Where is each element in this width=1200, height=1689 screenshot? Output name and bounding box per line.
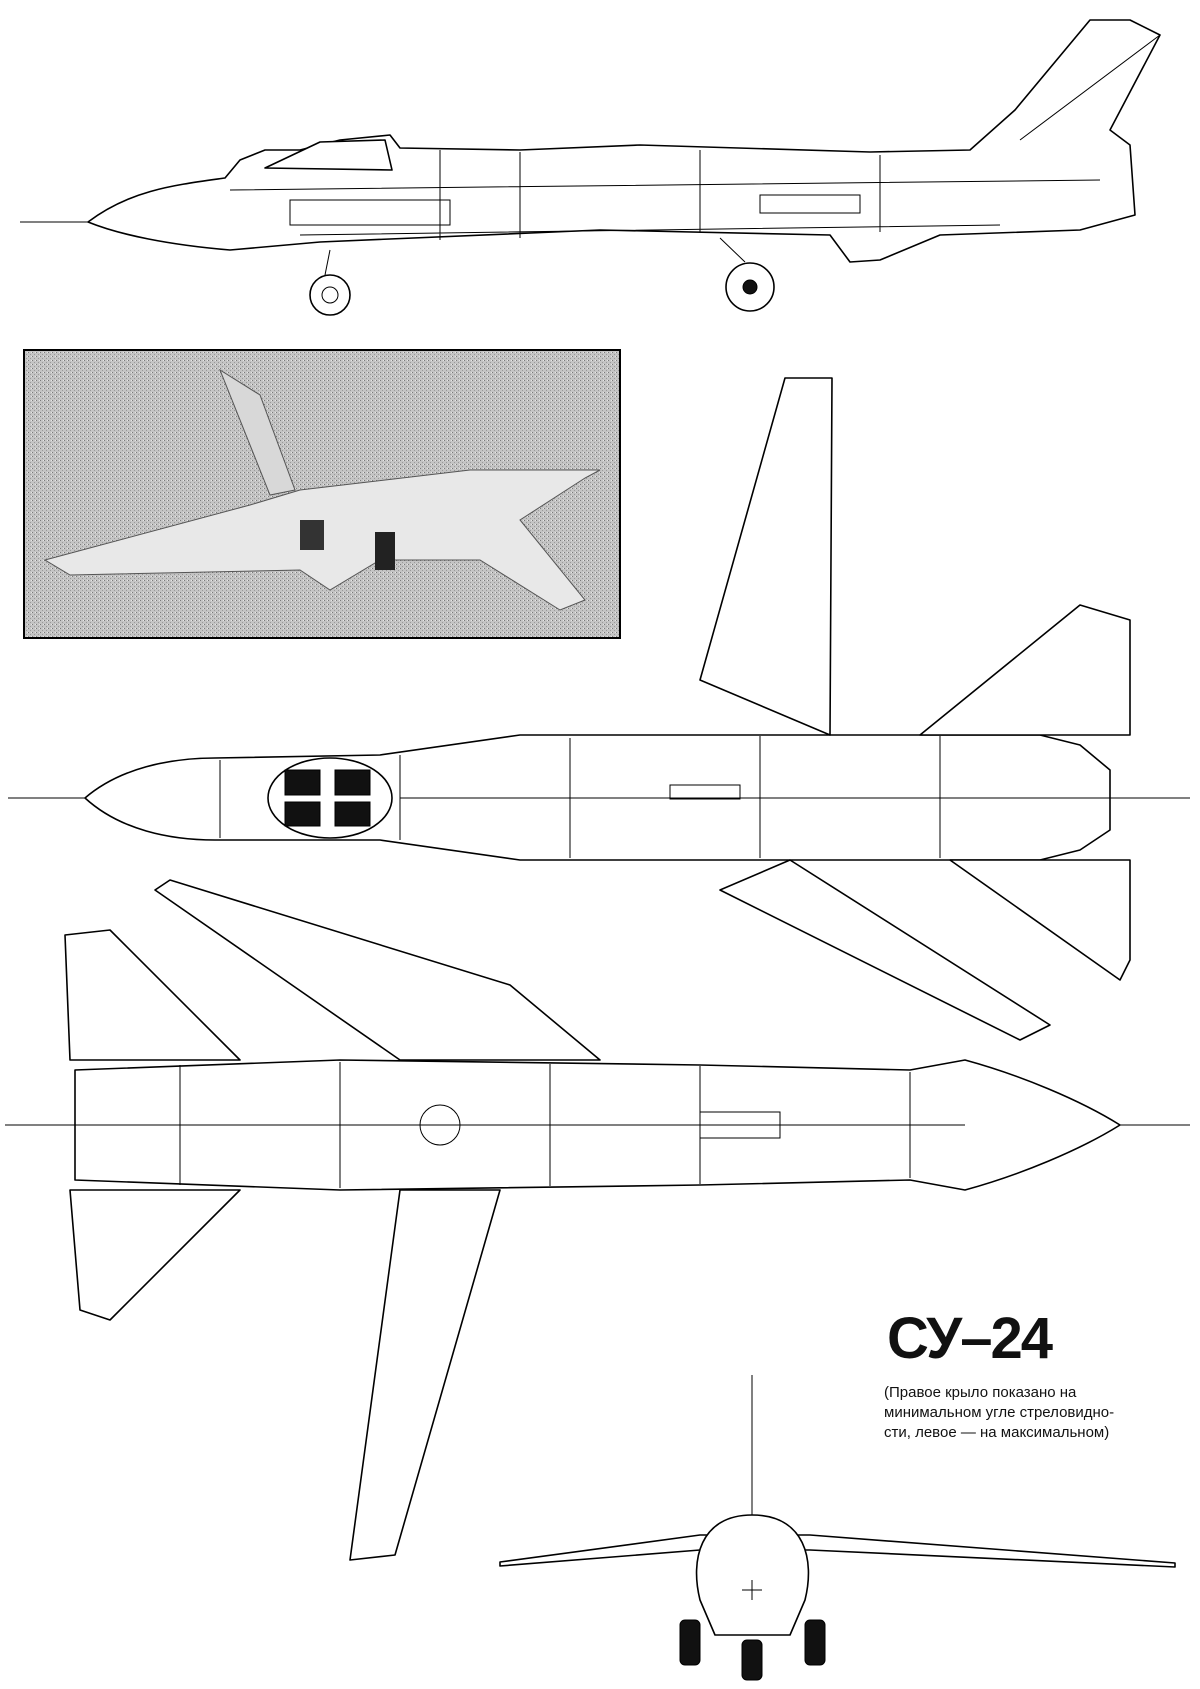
caption-line-3: сти, левое — на максимальном) — [884, 1424, 1110, 1441]
front-view-wing — [499, 1534, 1176, 1568]
wing-sweep-caption: (Правое крыло показано на минимальном уг… — [884, 1383, 1154, 1443]
side-view-canopy — [264, 139, 393, 171]
bottom-view-wing-upper — [154, 879, 601, 1061]
top-view-stabilizer-upper — [919, 604, 1131, 736]
bottom-view — [5, 879, 1190, 1561]
nose-wheel — [309, 274, 351, 316]
caption-line-2: минимальном угле стреловидно- — [884, 1404, 1115, 1421]
front-view-wheel-right — [804, 1619, 826, 1666]
top-view-stabilizer-lower — [949, 859, 1131, 981]
side-view-fuselage — [87, 19, 1161, 263]
bottom-view-stabilizer-lower — [69, 1189, 241, 1321]
top-view — [8, 377, 1190, 1041]
side-view-tail-fin — [1014, 19, 1161, 141]
top-view-wing-upper — [699, 377, 833, 736]
bottom-view-wing-lower — [349, 1189, 501, 1561]
aircraft-title: СУ–24 — [887, 1306, 1053, 1371]
front-view-fuselage — [695, 1514, 810, 1636]
side-view — [20, 19, 1161, 316]
front-view-nose-wheel — [741, 1639, 763, 1681]
front-view — [499, 1375, 1176, 1681]
top-view-wing-lower — [719, 859, 1051, 1041]
aircraft-photo — [23, 349, 621, 639]
front-view-wheel-left — [679, 1619, 701, 1666]
caption-line-1: (Правое крыло показано на — [884, 1384, 1077, 1401]
bottom-view-stabilizer-upper — [64, 929, 241, 1061]
